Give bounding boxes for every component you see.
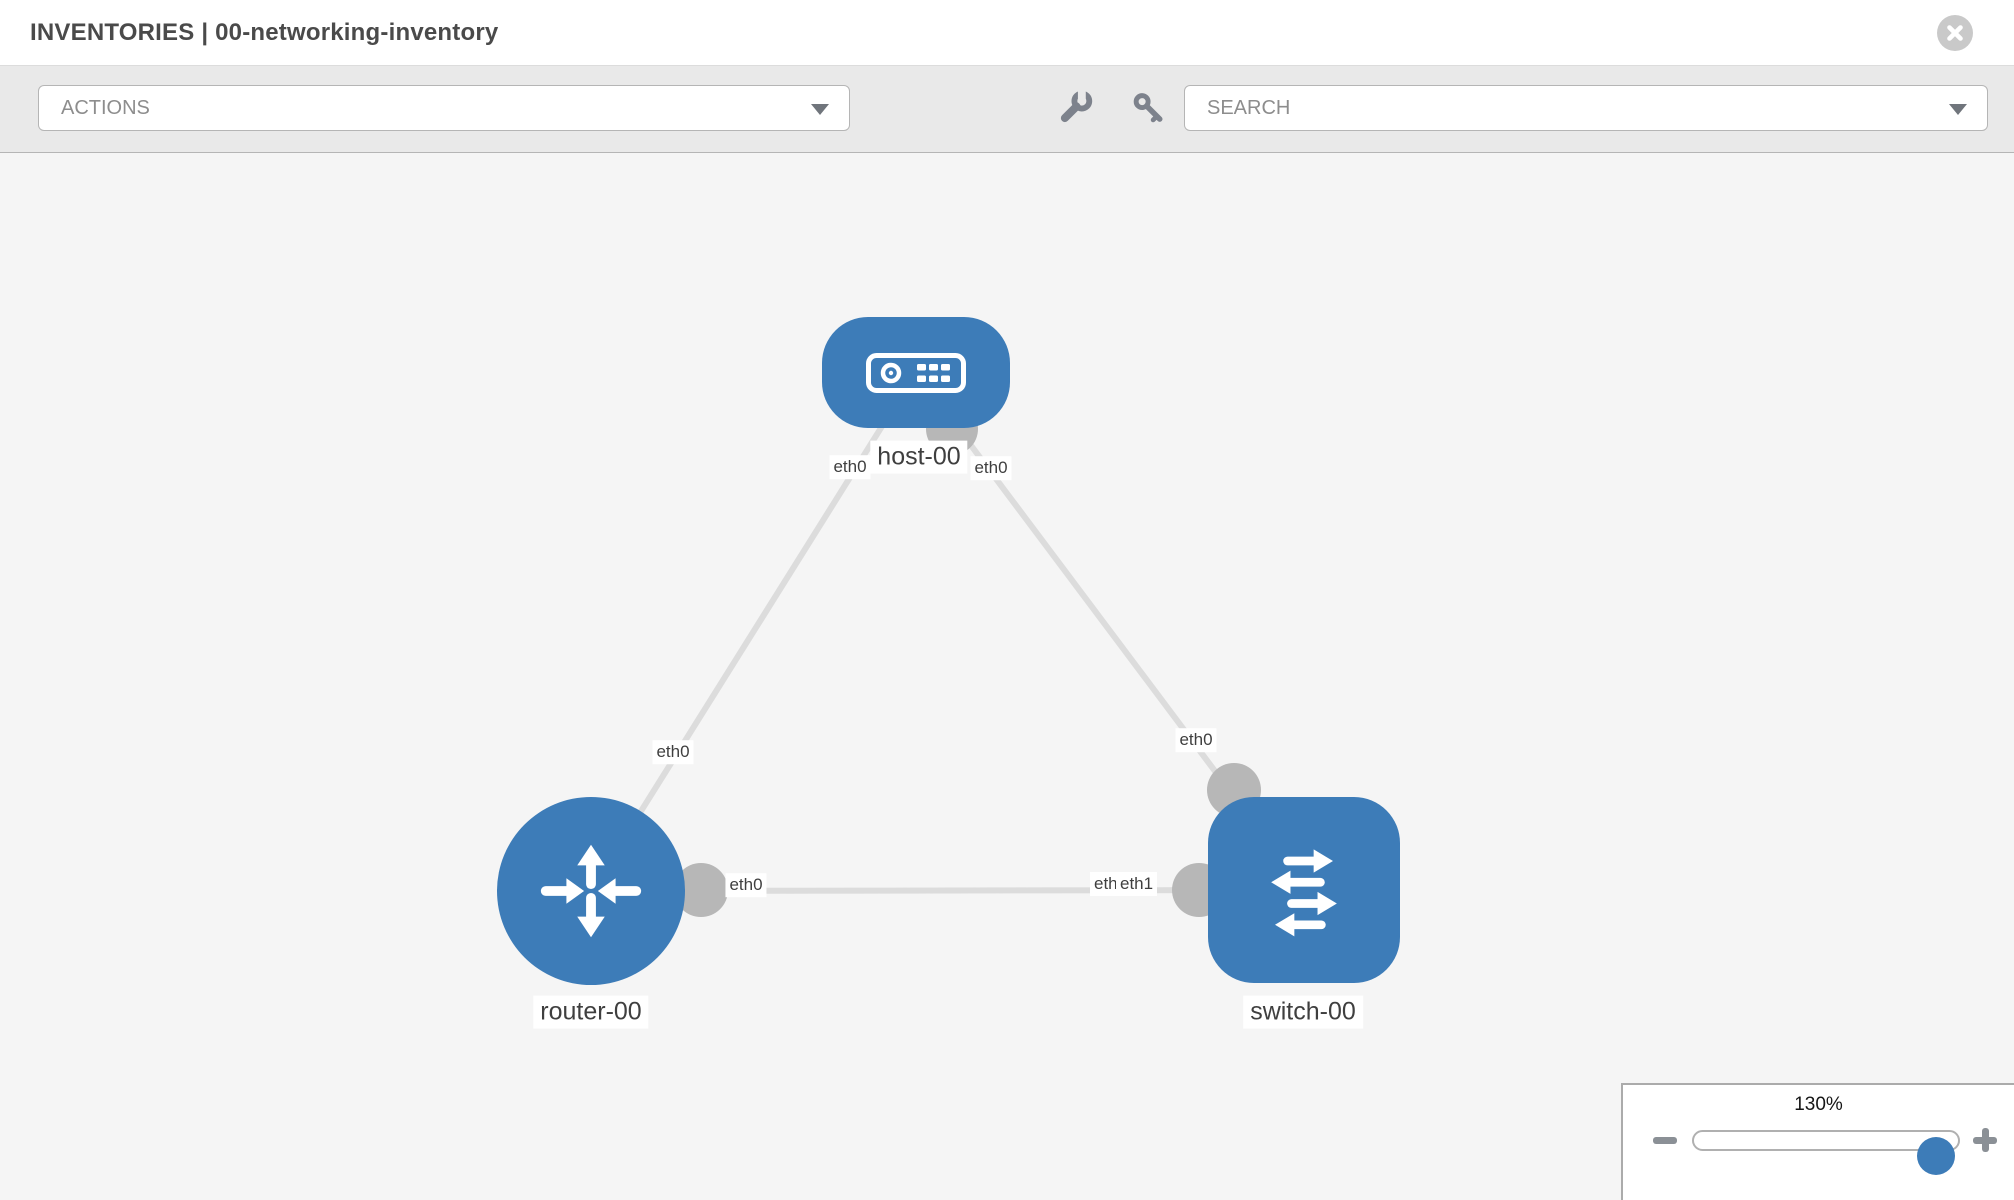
iface-label-switch-eth1: eth1 [1116, 872, 1158, 896]
key-icon[interactable] [1130, 90, 1166, 126]
zoom-slider-track[interactable] [1692, 1130, 1960, 1175]
host-icon [866, 352, 966, 393]
node-label-router: router-00 [533, 995, 649, 1029]
node-label-switch: switch-00 [1243, 995, 1363, 1029]
iface-label-host-eth0-right: eth0 [970, 456, 1012, 480]
iface-label-host-eth0-left: eth0 [829, 455, 871, 479]
actions-dropdown[interactable]: ACTIONS [38, 85, 850, 131]
search-dropdown-label: SEARCH [1207, 96, 1291, 119]
header: INVENTORIES | 00-networking-inventory [0, 0, 2014, 66]
toolbar: ACTIONS SEARCH [0, 66, 2014, 153]
close-icon [1947, 25, 1963, 41]
topology-canvas[interactable]: host-00 router-00 switch-00 eth0 eth0 et… [0, 153, 2014, 1200]
zoom-level-label: 130% [1794, 1094, 1843, 1115]
zoom-slider-handle[interactable] [1917, 1137, 1955, 1175]
chevron-down-icon [1949, 104, 1967, 115]
chevron-down-icon [811, 104, 829, 115]
switch-icon [1271, 849, 1337, 937]
zoom-out-button[interactable] [1651, 1126, 1679, 1154]
wrench-icon[interactable] [1058, 90, 1094, 126]
node-switch-00[interactable] [1208, 797, 1400, 983]
page-title: INVENTORIES | 00-networking-inventory [30, 18, 499, 46]
zoom-in-button[interactable] [1971, 1126, 1999, 1154]
close-button[interactable] [1937, 15, 1973, 51]
iface-label-router-eth0: eth0 [725, 873, 767, 897]
minus-icon [1653, 1137, 1677, 1144]
zoom-slider [1623, 1116, 2014, 1186]
search-dropdown[interactable]: SEARCH [1184, 85, 1988, 131]
links-layer [588, 370, 1307, 917]
actions-dropdown-label: ACTIONS [61, 96, 150, 119]
iface-label-router-eth0-top: eth0 [652, 740, 694, 764]
connector-router-eth0 [674, 863, 728, 917]
router-icon [540, 844, 642, 938]
node-label-host: host-00 [870, 440, 968, 474]
node-router-00[interactable] [497, 797, 685, 985]
zoom-panel: 130% [1621, 1083, 2014, 1200]
node-host-00[interactable] [822, 317, 1010, 428]
iface-label-switch-eth0: eth0 [1175, 728, 1217, 752]
toolbar-tools [1058, 85, 1166, 131]
